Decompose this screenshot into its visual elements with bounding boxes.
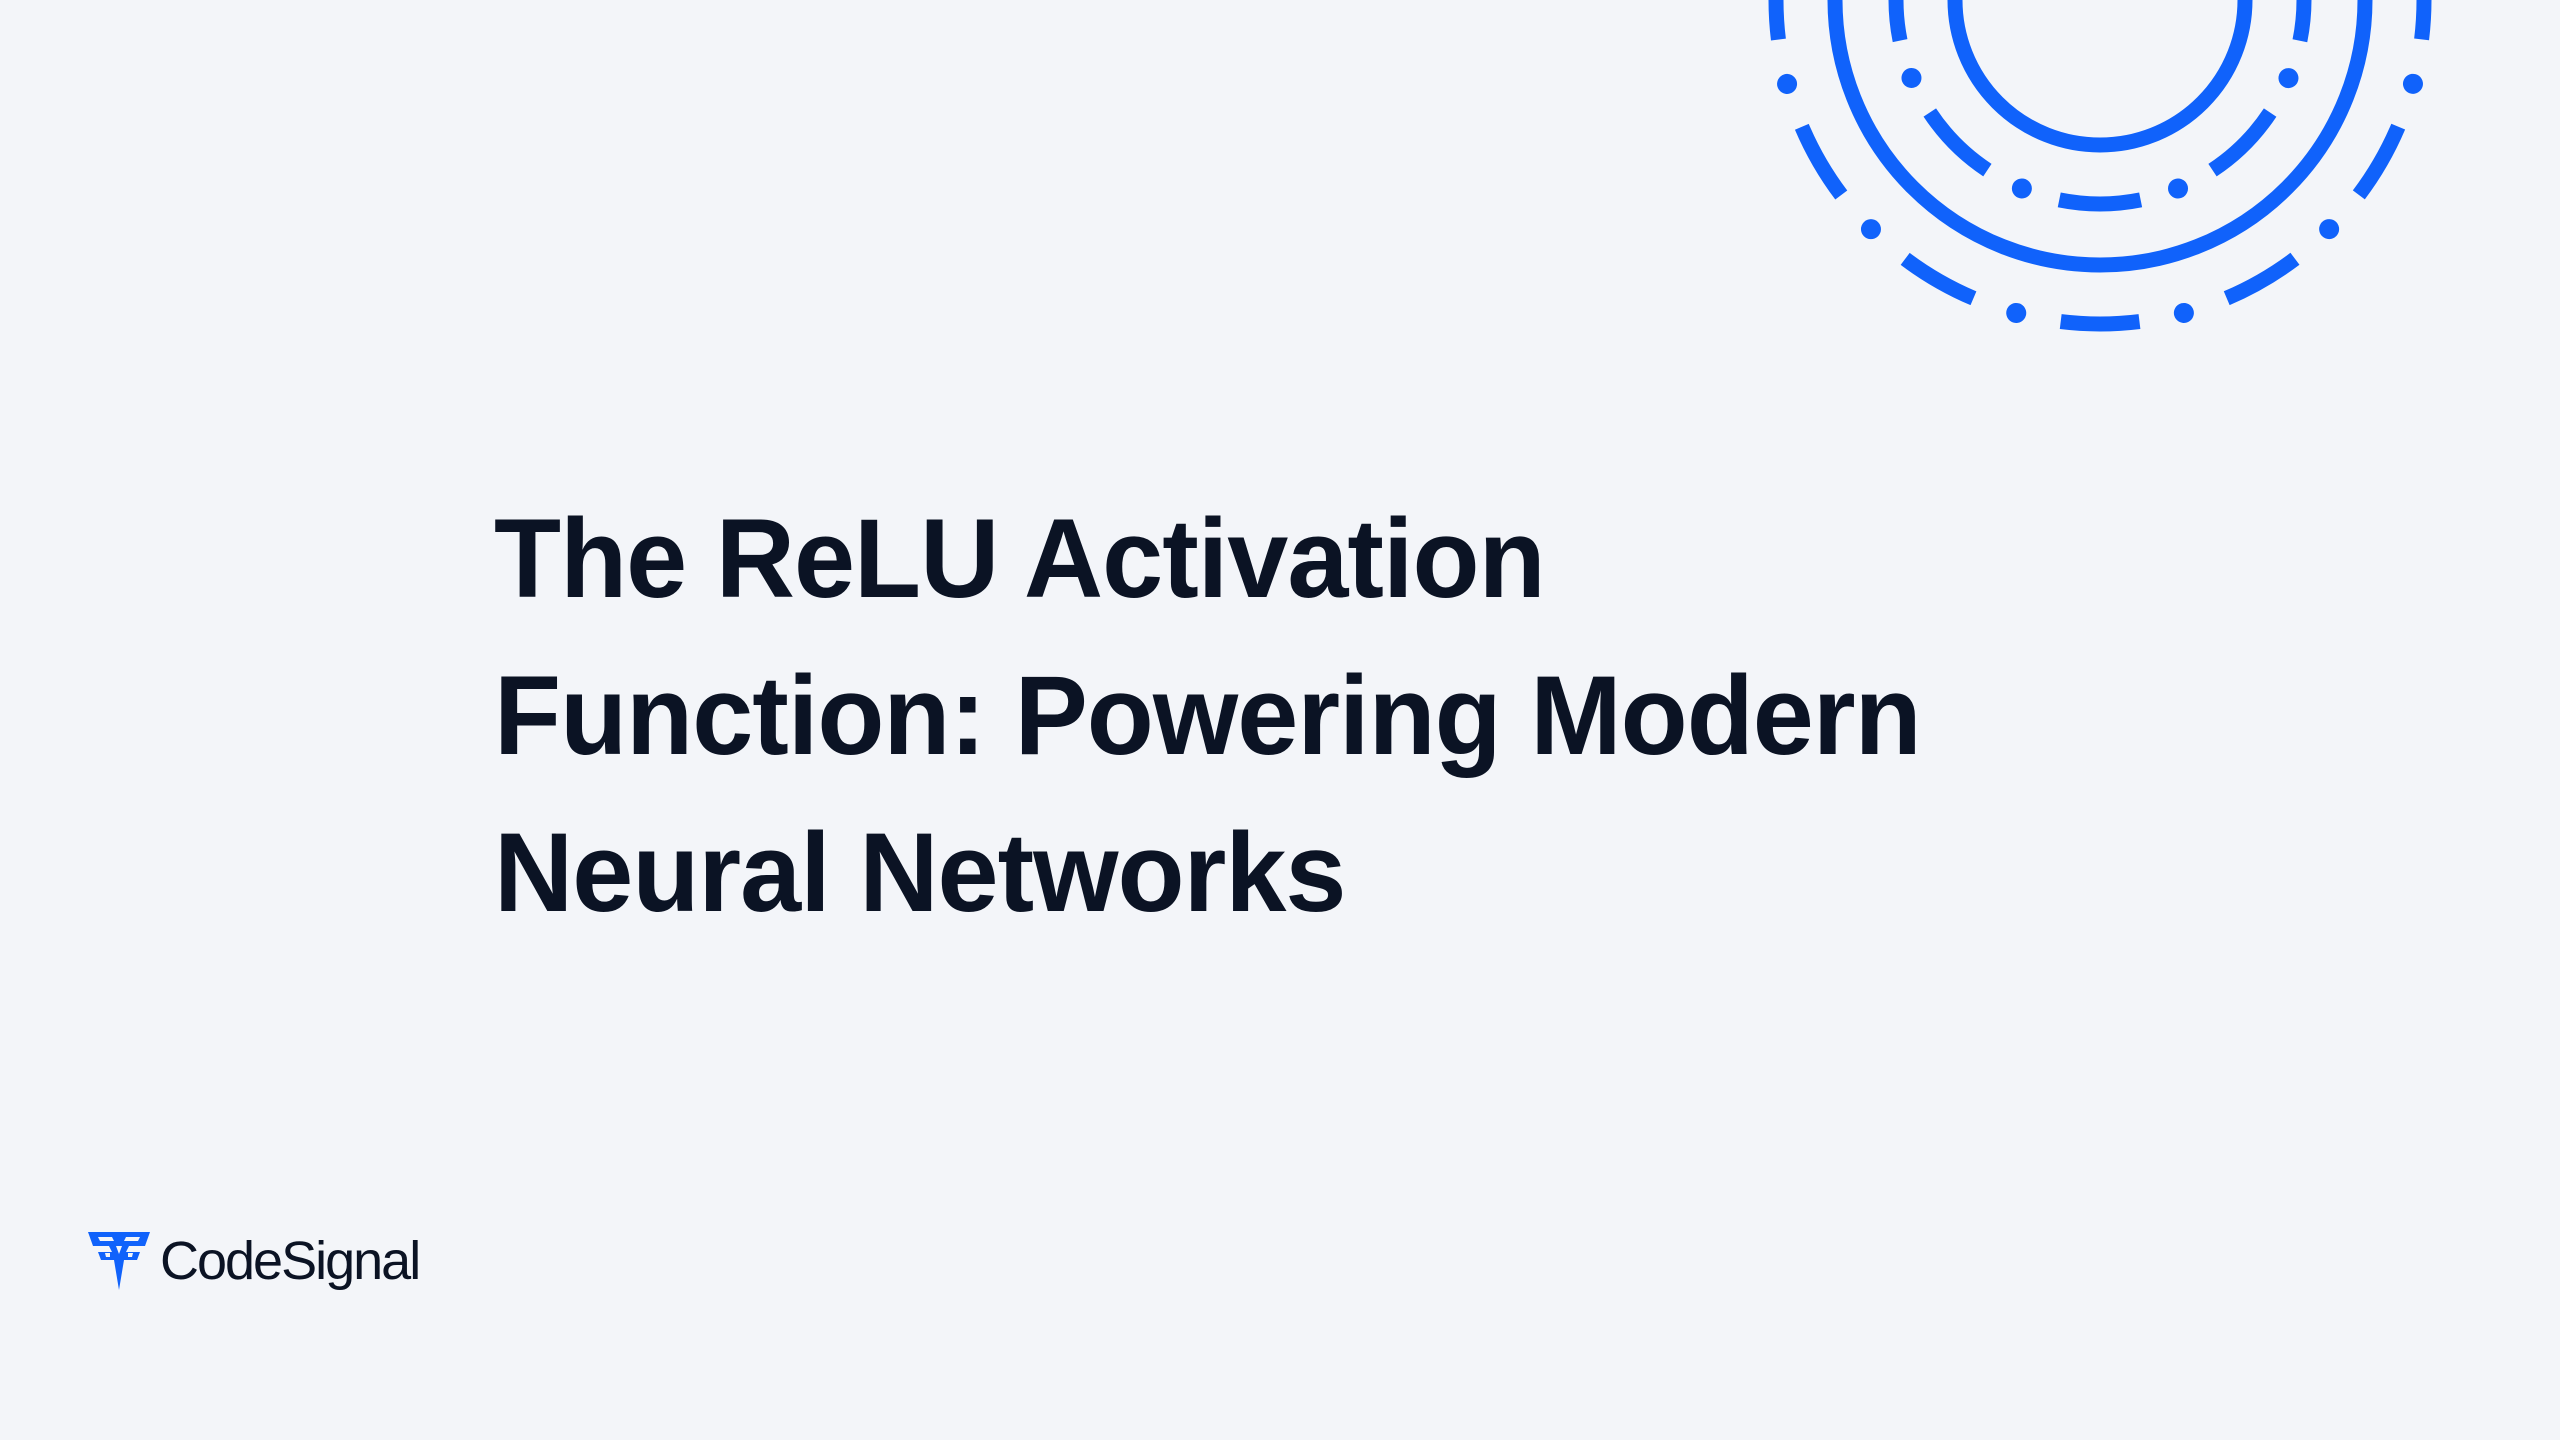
third-solid-ring: [1827, 0, 2373, 273]
inner-solid-ring: [1947, 0, 2253, 153]
second-dashed-ring: [1888, 0, 2312, 212]
codesignal-logo: CodeSignal: [86, 1228, 421, 1294]
slide-title: The ReLU Activation Function: Powering M…: [494, 480, 2062, 951]
outer-dashed-ring: [1768, 0, 2432, 332]
title-line-2: Function: Powering Modern: [494, 653, 1922, 778]
title-line-3: Neural Networks: [494, 810, 1346, 935]
title-line-1: The ReLU Activation: [494, 496, 1546, 621]
brand-name: CodeSignal: [160, 1231, 421, 1291]
outer-ring-dots: [1766, 0, 2434, 334]
codesignal-logo-icon: [88, 1232, 150, 1290]
